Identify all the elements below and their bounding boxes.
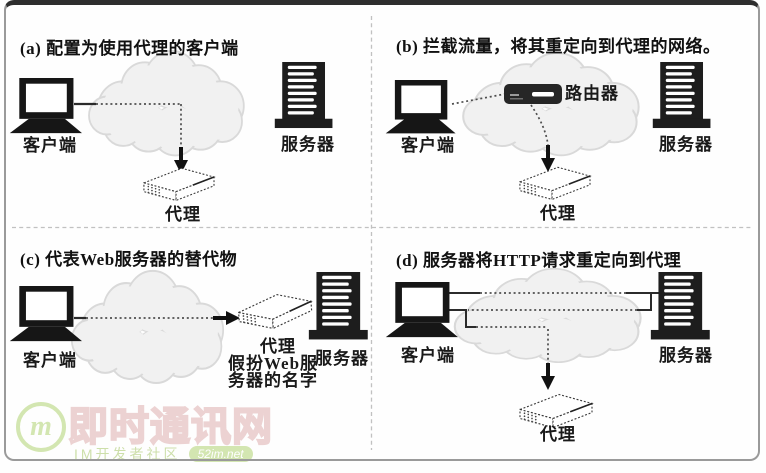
client-monitor-icon: [9, 286, 82, 342]
panel-a-client-label: 客户端: [23, 136, 77, 155]
panel-d-title: (d) 服务器将HTTP请求重定向到代理: [396, 251, 682, 270]
panel-c-proxy-label-line3: 务器的名字: [228, 371, 318, 390]
panel-b-drawing: [385, 52, 711, 201]
panel-d-drawing: [385, 267, 710, 429]
panel-a-title: (a) 配置为使用代理的客户端: [20, 39, 239, 58]
watermark-site-name: 即时通讯网: [67, 404, 273, 450]
client-monitor-icon: [385, 80, 456, 134]
proxy-box-icon: [519, 393, 593, 429]
server-tower-icon: [274, 62, 333, 129]
panel-a-drawing: [9, 49, 333, 202]
panel-c-title: (c) 代表Web服务器的替代物: [20, 250, 238, 269]
watermark: m 即时通讯网 IM开发者社区 52im.net: [12, 394, 282, 466]
watermark-community: IM开发者社区: [74, 446, 181, 462]
panel-b-router-label: 路由器: [565, 84, 619, 103]
watermark-badge: 52im.net: [188, 446, 253, 462]
cloud-icon: [70, 269, 225, 385]
panel-c-proxy-label-line1: 代理: [260, 337, 296, 356]
proxy-box-icon: [236, 291, 314, 332]
server-tower-icon: [650, 272, 710, 340]
proxy-box-icon: [143, 167, 215, 202]
proxy-box-icon: [519, 166, 591, 201]
panel-b-proxy-label: 代理: [540, 204, 576, 223]
panel-d-client-label: 客户端: [401, 346, 455, 365]
panel-d-server-label: 服务器: [659, 346, 713, 365]
redirect-dashed-curve: [530, 104, 549, 146]
cloud-icon: [453, 267, 642, 364]
panel-d-proxy-label: 代理: [540, 425, 576, 444]
router-icon: [504, 84, 562, 104]
intercept-dashed-line: [451, 93, 506, 105]
panel-c-server-label: 服务器: [315, 349, 369, 368]
client-monitor-icon: [9, 78, 82, 134]
panel-a-proxy-label: 代理: [165, 205, 201, 224]
server-tower-icon: [308, 272, 368, 340]
client-loopback-bracket: [449, 309, 476, 328]
server-tower-icon: [652, 62, 711, 129]
server-loopback-bracket: [637, 293, 652, 311]
panel-b-title: (b) 拦截流量，将其重定向到代理的网络。: [396, 37, 721, 56]
client-monitor-icon: [385, 282, 458, 338]
watermark-logo-letter: m: [30, 411, 52, 442]
cloud-icon: [462, 52, 640, 157]
panel-c-drawing: [9, 269, 368, 385]
panel-b-server-label: 服务器: [659, 135, 713, 154]
panel-a-server-label: 服务器: [281, 135, 335, 154]
watermark-subline: IM开发者社区 52im.net: [74, 444, 253, 464]
panel-b-client-label: 客户端: [401, 136, 455, 155]
arrow-down-icon: [541, 363, 555, 390]
watermark-logo-icon: m: [16, 402, 66, 452]
panel-c-client-label: 客户端: [23, 351, 77, 370]
panel-c-proxy-label-line2: 假扮Web服: [227, 354, 319, 373]
